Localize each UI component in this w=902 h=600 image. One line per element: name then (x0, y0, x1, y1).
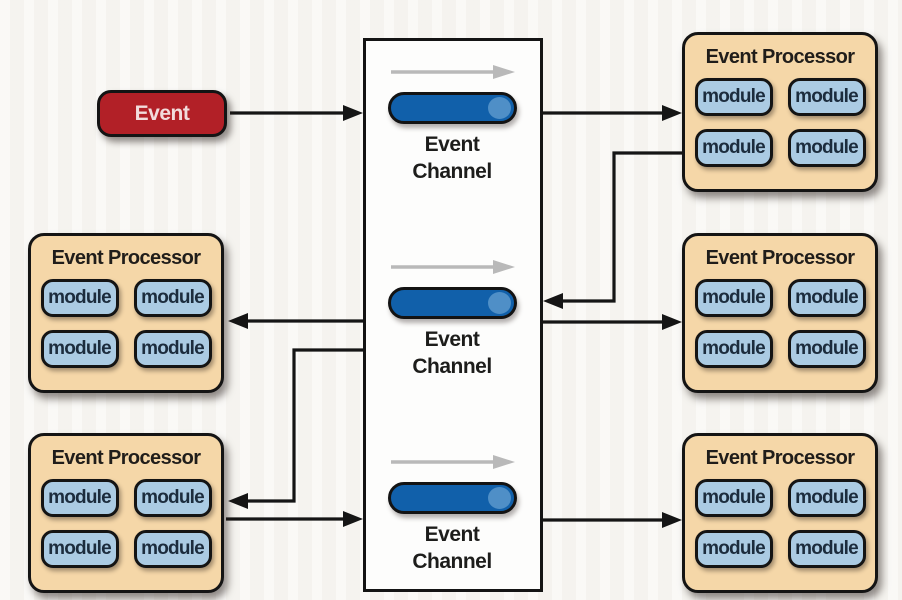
module-pill: module (694, 279, 773, 317)
module-label: module (48, 338, 112, 359)
queue-highlight (487, 292, 511, 314)
module-pill: module (694, 330, 773, 368)
module-label: module (795, 287, 859, 308)
module-pill: module (40, 479, 119, 517)
queue-highlight (487, 487, 511, 509)
channel-label: Event Channel (412, 133, 492, 183)
module-pill: module (133, 330, 212, 368)
event-node-label: Event (134, 101, 190, 125)
arrow-channel-1-to-processor-top-right (543, 105, 682, 121)
module-label: module (702, 338, 766, 359)
arrow-channel-2-to-processor-bottom-left (228, 348, 363, 509)
arrow-channel-2-to-processor-right-middle (543, 314, 682, 330)
processor-bottom-right: Event Processor module module module mod… (682, 433, 878, 593)
module-label: module (795, 538, 859, 559)
module-grid: module module module module (685, 279, 875, 368)
event-node: Event (97, 90, 227, 137)
module-label: module (48, 287, 112, 308)
arrow-event-to-channel-1 (230, 105, 363, 121)
module-pill: module (40, 279, 119, 317)
arrow-processor-top-right-to-channel-2 (543, 151, 682, 309)
module-pill: module (694, 479, 773, 517)
module-pill: module (40, 530, 119, 568)
channel-label: Event Channel (412, 523, 492, 573)
channel-queue-icon (387, 92, 517, 124)
module-label: module (48, 487, 112, 508)
module-pill: module (694, 530, 773, 568)
module-label: module (48, 538, 112, 559)
module-pill: module (40, 330, 119, 368)
module-label: module (795, 338, 859, 359)
module-grid: module module module module (685, 479, 875, 568)
arrowhead-right-icon (662, 314, 682, 330)
module-pill: module (787, 530, 866, 568)
flow-direction-arrow (391, 455, 515, 469)
module-pill: module (133, 479, 212, 517)
module-label: module (141, 487, 205, 508)
event-channel-1: Event Channel (378, 64, 526, 186)
arrowhead-right-icon (343, 105, 363, 121)
module-pill: module (787, 279, 866, 317)
event-channel-2: Event Channel (378, 259, 526, 381)
processor-title: Event Processor (51, 247, 201, 269)
module-pill: module (787, 129, 866, 167)
module-pill: module (787, 78, 866, 116)
module-label: module (141, 338, 205, 359)
module-label: module (795, 86, 859, 107)
module-pill: module (133, 279, 212, 317)
flow-direction-arrow (391, 260, 515, 274)
arrowhead-left-icon (543, 293, 563, 309)
module-label: module (702, 538, 766, 559)
channel-queue-icon (387, 482, 517, 514)
module-label: module (795, 137, 859, 158)
arrowhead-right-icon (662, 512, 682, 528)
module-pill: module (694, 129, 773, 167)
event-channel-3: Event Channel (378, 454, 526, 576)
processor-bottom-left: Event Processor module module module mod… (28, 433, 224, 593)
module-label: module (795, 487, 859, 508)
arrow-channel-3-to-processor-bottom-right (543, 512, 682, 528)
module-pill: module (133, 530, 212, 568)
arrowhead-right-icon (662, 105, 682, 121)
module-label: module (702, 137, 766, 158)
processor-title: Event Processor (51, 447, 201, 469)
module-grid: module module module module (31, 479, 221, 568)
module-pill: module (787, 479, 866, 517)
arrow-channel-2-to-processor-left-middle (228, 313, 363, 329)
module-pill: module (787, 330, 866, 368)
queue-highlight (487, 97, 511, 119)
arrowhead-left-icon (228, 313, 248, 329)
processor-title: Event Processor (705, 46, 855, 68)
module-label: module (702, 287, 766, 308)
channel-label: Event Channel (412, 328, 492, 378)
module-grid: module module module module (31, 279, 221, 368)
processor-title: Event Processor (705, 447, 855, 469)
arrowhead-right-icon (343, 511, 363, 527)
module-label: module (702, 86, 766, 107)
module-grid: module module module module (685, 78, 875, 167)
module-label: module (141, 287, 205, 308)
processor-top-right: Event Processor module module module mod… (682, 32, 878, 192)
module-pill: module (694, 78, 773, 116)
arrow-processor-bottom-left-to-channel-3 (226, 511, 363, 527)
flow-direction-arrow (391, 65, 515, 79)
module-label: module (702, 487, 766, 508)
arrowhead-left-icon (228, 493, 248, 509)
module-label: module (141, 538, 205, 559)
processor-left-middle: Event Processor module module module mod… (28, 233, 224, 393)
processor-right-middle: Event Processor module module module mod… (682, 233, 878, 393)
channel-queue-icon (387, 287, 517, 319)
processor-title: Event Processor (705, 247, 855, 269)
